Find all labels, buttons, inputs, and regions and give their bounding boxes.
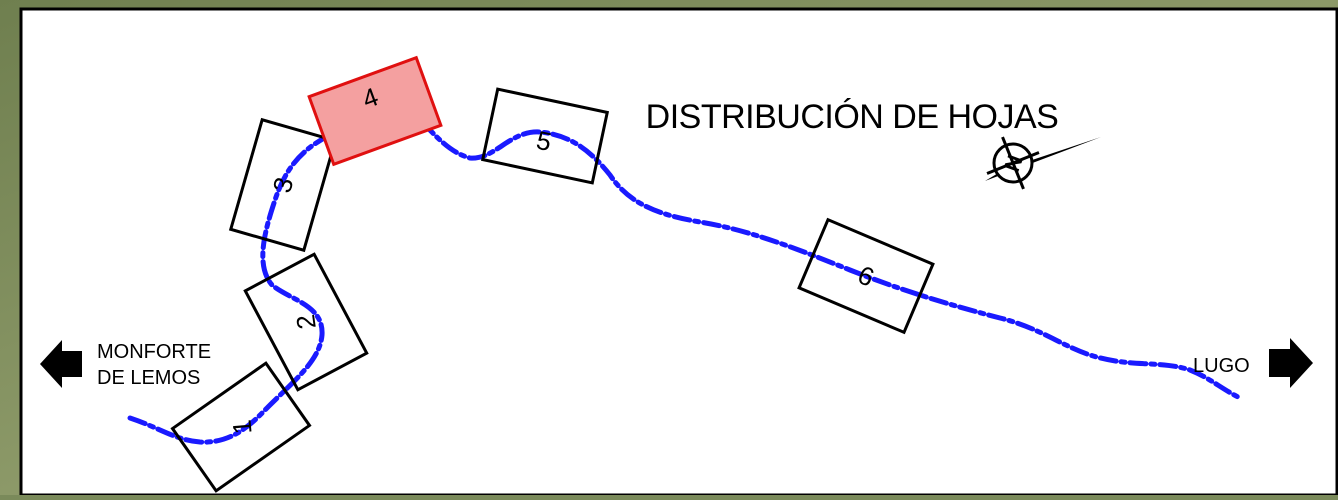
sheet-2-frame — [243, 252, 369, 392]
map-title: DISTRIBUCIÓN DE HOJAS — [646, 98, 1059, 136]
sheet-3-frame — [228, 117, 338, 253]
route-line — [127, 104, 1243, 445]
destination-left-line1: MONFORTE — [97, 341, 211, 363]
sheet-5[interactable]: 5 — [480, 87, 610, 185]
left-arrow-icon — [40, 340, 82, 388]
map-frame — [19, 7, 1338, 497]
sheet-5-label: 5 — [534, 125, 554, 157]
sheet-2-label: 2 — [290, 313, 322, 332]
sheet-4[interactable]: 4 — [307, 55, 443, 167]
sheet-1[interactable]: 1 — [170, 361, 312, 493]
sheet-1-frame — [170, 361, 312, 493]
sheet-2[interactable]: 2 — [243, 252, 369, 392]
sheet-1-label: 1 — [226, 418, 257, 435]
destination-left-line2: DE LEMOS — [97, 367, 200, 389]
sheet-5-frame — [480, 87, 610, 185]
sheet-6-frame — [797, 217, 935, 335]
right-arrow-icon — [1269, 338, 1313, 388]
sheet-4-frame — [307, 55, 443, 167]
north-arrow: N — [985, 136, 1101, 190]
destination-right: LUGO — [1193, 355, 1250, 377]
